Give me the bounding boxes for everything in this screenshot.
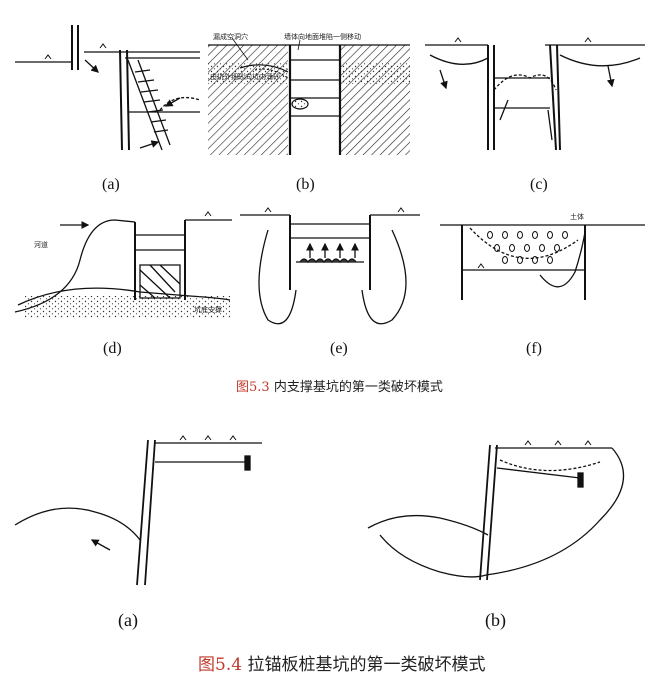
annotation-support: 坑底支撑 [194, 306, 222, 314]
panel-a-top [15, 25, 201, 151]
caption-bottom-text: 拉锚板桩基坑的第一类破坏模式 [247, 655, 486, 675]
caption-top-number: 图5.3 [236, 380, 270, 395]
panel-a-bottom [14, 435, 262, 586]
caption-bottom-number: 图5.4 [198, 655, 243, 675]
panel-c-top [425, 37, 645, 151]
annotation-sand-flow: 由坑外细砂向坑内涌砂 [210, 73, 280, 81]
panel-d-top-label: (d) [103, 340, 122, 357]
panel-e-top [240, 207, 420, 325]
panel-b-top-label: (b) [296, 176, 315, 193]
annotation-soil: 土体 [570, 213, 584, 221]
panel-c-top-label: (c) [530, 176, 548, 193]
panel-b-bottom [367, 440, 625, 581]
panel-f-top [440, 224, 645, 300]
panel-d-top [14, 211, 232, 318]
annotation-cavity: 漏成空洞穴 [213, 33, 248, 41]
caption-top-text: 内支撑基坑的第一类破坏模式 [273, 380, 443, 395]
panel-a-bottom-label: (a) [118, 610, 138, 630]
annotation-wall-move: 墙体向地面堆陷一侧移动 [284, 33, 361, 41]
panel-a-top-label: (a) [102, 176, 120, 193]
annotation-river: 河道 [34, 241, 48, 249]
panel-e-top-label: (e) [330, 340, 348, 357]
caption-top: 图5.3 内支撑基坑的第一类破坏模式 [236, 376, 443, 395]
panel-f-top-label: (f) [526, 340, 542, 357]
panel-b-bottom-label: (b) [485, 610, 506, 630]
caption-bottom: 图5.4 拉锚板桩基坑的第一类破坏模式 [198, 650, 485, 675]
panel-b-top [208, 37, 410, 155]
